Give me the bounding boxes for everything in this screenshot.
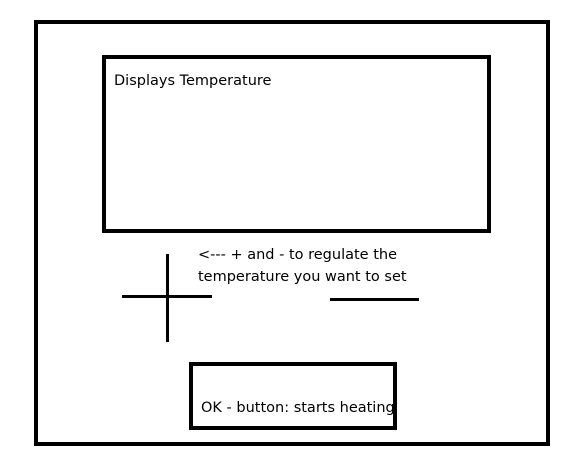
- ok-button-label: OK - button: starts heating: [201, 400, 395, 416]
- temperature-display: Displays Temperature: [102, 55, 491, 233]
- device-frame: [34, 20, 550, 446]
- minus-icon: [330, 298, 419, 301]
- plus-icon-vertical: [166, 254, 169, 342]
- display-label: Displays Temperature: [114, 73, 272, 89]
- ok-button[interactable]: OK - button: starts heating: [189, 362, 397, 430]
- regulate-note-line-2: temperature you want to set: [198, 269, 407, 285]
- regulate-note: <--- + and - to regulate the temperature…: [198, 244, 407, 288]
- regulate-note-line-1: <--- + and - to regulate the: [198, 247, 397, 263]
